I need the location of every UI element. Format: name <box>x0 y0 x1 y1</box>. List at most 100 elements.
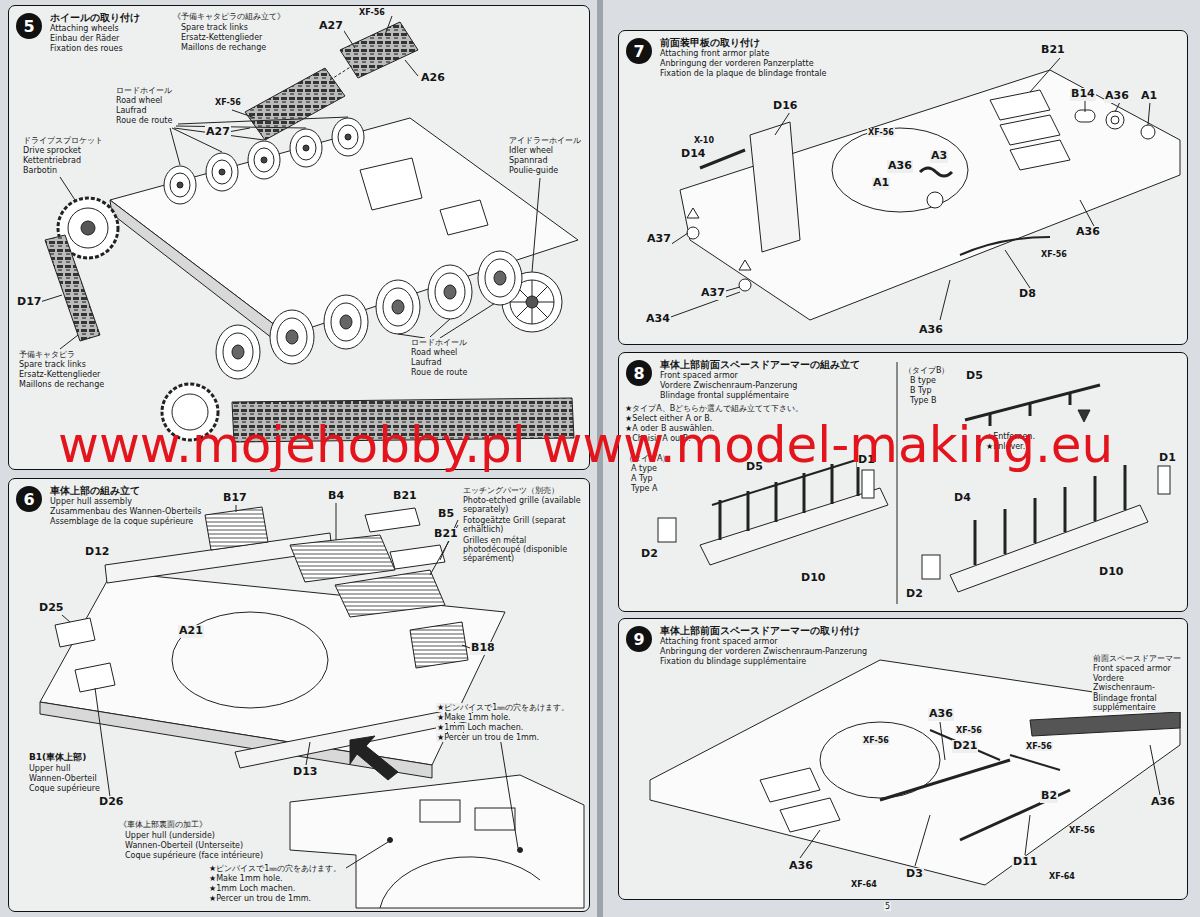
watermark: www.mojehobby.pl www.model-making.eu <box>58 420 1113 470</box>
part-number: B1(車体上部) <box>28 752 87 762</box>
note-text: 5 <box>884 902 891 911</box>
note-text: ★ピンバイスで1㎜の穴をあけます。 <box>436 703 570 712</box>
note-text: Coque supérieure (face intérieure) <box>124 851 264 860</box>
note-text: Grilles en métal photodécoupé (disponibl… <box>462 536 586 564</box>
part-number: D14 <box>680 148 706 161</box>
note-text: Laufrad <box>115 106 148 115</box>
note-text: ★Make 1mm hole. <box>208 874 284 883</box>
part-number: A27 <box>205 126 231 139</box>
part-number: A34 <box>645 313 671 326</box>
step-title-translation: Attaching wheels <box>49 24 120 34</box>
part-number: D2 <box>640 548 659 561</box>
part-number: XF-56 <box>862 736 890 745</box>
step-title-translation: Fixation du blindage supplémentaire <box>659 657 807 667</box>
part-number: A26 <box>420 72 446 85</box>
step-number: 6 <box>16 486 42 512</box>
note-text: Road wheel <box>410 348 458 357</box>
note-text: Type B <box>909 396 937 405</box>
note-text: ★1mm Loch machen. <box>208 884 296 893</box>
part-number: B14 <box>1070 88 1096 101</box>
step-title-translation: Attaching front armor plate <box>659 49 770 59</box>
note-text: ★Percer un trou de 1mm. <box>436 733 540 742</box>
part-number: D26 <box>98 796 124 809</box>
part-number: A1 <box>872 177 890 190</box>
step-title-translation: Attaching front spaced armor <box>659 637 779 647</box>
note-text: Laufrad <box>410 358 443 367</box>
part-number: D17 <box>16 296 42 309</box>
note-text: Spare track links <box>180 23 249 32</box>
step-number: 9 <box>626 626 652 652</box>
step-title: ホイールの取り付け <box>49 12 141 24</box>
note-text: Blindage frontal supplémentaire <box>1092 694 1182 712</box>
note-text: Kettentriebrad <box>22 156 82 165</box>
part-number: D4 <box>953 492 972 505</box>
part-number: XF-56 <box>358 8 386 17</box>
step-title-translation: Front spaced armor <box>659 371 739 381</box>
note-text: 予備キャタピラ <box>18 350 76 359</box>
part-number: XF-56 <box>1040 250 1068 259</box>
note-text: Wannen-Oberteil (Unterseite) <box>124 841 244 850</box>
step-title-translation: Assemblage de la coque supérieure <box>49 517 194 527</box>
part-number: D25 <box>38 602 64 615</box>
step-title-translation: Einbau der Räder <box>49 34 120 44</box>
note-text: Spannrad <box>508 156 548 165</box>
part-number: B4 <box>327 490 345 503</box>
step-title-translation: Anbringung der vorderen Panzerplatte <box>659 59 815 69</box>
note-text: Maillons de rechange <box>18 380 105 389</box>
note-text: ★タイプA、Bどちらか選んで組み立てて下さい。 <box>624 404 804 413</box>
step-title: 車体上部前面スペースドアーマーの取り付け <box>659 625 861 637</box>
step-title-translation: Vordere Zwischenraum-Panzerung <box>659 381 798 391</box>
step-title-translation: Fixation des roues <box>49 44 124 54</box>
note-text: Ersatz-Kettenglieder <box>180 33 263 42</box>
note-text: B Typ <box>909 386 932 395</box>
note-text: 《予備キャタピラの組み立て》 <box>172 12 286 21</box>
part-number: B21 <box>433 528 459 541</box>
part-number: D10 <box>1098 566 1124 579</box>
note-text: Maillons de rechange <box>180 43 267 52</box>
part-number: A36 <box>788 860 814 873</box>
part-number: A36 <box>1075 226 1101 239</box>
part-number: XF-56 <box>867 128 895 137</box>
part-number: B17 <box>222 492 248 505</box>
part-number: A36 <box>1104 90 1130 103</box>
part-number: A1 <box>1140 90 1158 103</box>
note-text: Spare track links <box>18 360 87 369</box>
note-text: Wannen-Oberteil <box>28 774 98 783</box>
note-text: Fotogeätzte Grill (separat erhältlich) <box>462 516 586 534</box>
note-text: Coque supérieure <box>28 784 101 793</box>
step-number-text: 7 <box>633 42 644 61</box>
step-title: 前面装甲板の取り付け <box>659 37 761 49</box>
note-text: Photo-etched grille (available separatel… <box>462 496 586 514</box>
part-number: XF-56 <box>1068 826 1096 835</box>
part-number: A36 <box>928 708 954 721</box>
note-text: Drive sprocket <box>22 146 82 155</box>
step-number-text: 5 <box>23 17 34 36</box>
part-number: B18 <box>470 642 496 655</box>
step-number-text: 6 <box>23 490 34 509</box>
part-number: D2 <box>905 588 924 601</box>
part-number: A37 <box>700 287 726 300</box>
part-number: A36 <box>1150 796 1176 809</box>
part-number: X-10 <box>693 136 715 145</box>
step-title: 車体上部の組み立て <box>49 485 141 497</box>
part-number: D21 <box>952 740 978 753</box>
step-number: 8 <box>626 360 652 386</box>
step-heading: 車体上部前面スペースドアーマーの取り付けAttaching front spac… <box>659 625 868 667</box>
note-text: Type A <box>630 484 658 493</box>
part-number: XF-64 <box>850 880 878 889</box>
step-heading: 前面装甲板の取り付けAttaching front armor plateAnb… <box>659 37 828 79</box>
note-text: 《車体上部裏面の加工》 <box>118 820 208 829</box>
note-text: Ersatz-Kettenglieder <box>18 370 101 379</box>
note-text: Upper hull (underside) <box>124 831 216 840</box>
part-number: XF-56 <box>955 726 983 735</box>
note-text: Front spaced armor <box>1092 664 1182 673</box>
note-text: ★Percer un trou de 1mm. <box>208 894 312 903</box>
part-number: XF-56 <box>1025 742 1053 751</box>
part-number: XF-56 <box>214 98 242 107</box>
part-number: D16 <box>772 100 798 113</box>
part-number: D10 <box>800 572 826 585</box>
part-number: A37 <box>646 233 672 246</box>
note-text: エッチングパーツ（別売） <box>462 486 586 495</box>
note-text: Poulie-guide <box>508 166 559 175</box>
